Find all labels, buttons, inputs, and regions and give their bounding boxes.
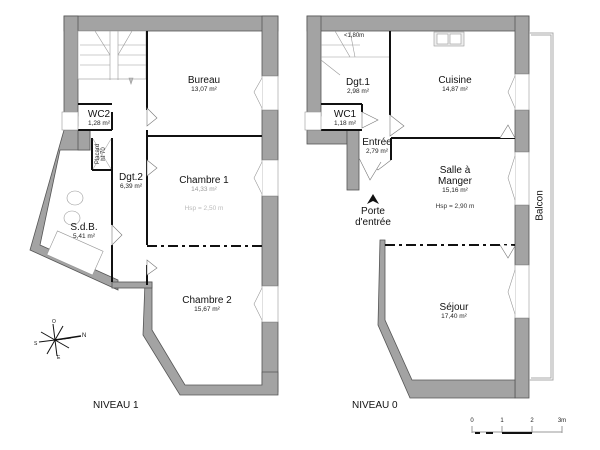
niveau-0-inner-walls: [321, 31, 515, 160]
room-wc1: WC1 1,18 m²: [334, 109, 356, 127]
sdb-fixtures: [46, 190, 104, 276]
room-name: Dgt.1: [346, 77, 370, 88]
room-salle-a-manger: Salle à Manger 15,16 m² Hsp = 2,90 m: [436, 165, 475, 210]
room-area: 15,16 m²: [442, 187, 468, 194]
room-name-line1: Salle à: [439, 165, 471, 176]
room-area: 13,07 m²: [191, 86, 217, 93]
scale-bar: [471, 426, 563, 434]
room-area: 14,87 m²: [442, 86, 468, 93]
entrance-door-label: Porte d'entrée: [355, 206, 391, 228]
room-height: Hsp = 2,90 m: [435, 203, 475, 211]
room-area: 1,18 m²: [333, 120, 357, 127]
room-dgt1: Dgt.1 2,98 m²: [346, 77, 370, 95]
niveau-0-windows: [304, 73, 530, 319]
niveau-1-inner-walls: [78, 31, 262, 285]
room-area: ht 70: [101, 147, 107, 161]
room-area: 2,98 m²: [346, 88, 370, 95]
level-title-niveau-0: NIVEAU 0: [352, 400, 398, 411]
scale-tick-1: 1: [500, 418, 504, 424]
compass-north: N: [82, 333, 87, 339]
entrance-line1: Porte: [361, 206, 385, 217]
room-name: Chambre 2: [182, 295, 232, 306]
room-name: Séjour: [439, 302, 469, 313]
compass-east: E: [57, 355, 61, 361]
scale-tick-0: 0: [470, 418, 474, 424]
stair-height-note: <1,80m: [344, 33, 365, 39]
room-name: Chambre 1: [179, 175, 229, 186]
room-cuisine: Cuisine 14,87 m²: [438, 75, 471, 93]
niveau-1-stairs: [77, 30, 147, 85]
room-sdb: S.d.B. 5,41 m²: [70, 222, 97, 240]
entrance-line2: d'entrée: [355, 217, 391, 228]
balcony-outline: [529, 32, 554, 381]
room-chambre-2: Chambre 2 15,67 m²: [182, 295, 231, 313]
placard-cross: [92, 138, 112, 170]
entrance-arrow: [367, 194, 379, 204]
compass-rose: [38, 323, 82, 357]
room-name: Dgt.2: [119, 172, 143, 183]
kitchen-sink: [433, 31, 465, 47]
room-area: 5,41 m²: [72, 233, 96, 240]
room-wc2: WC2 1,28 m²: [88, 109, 110, 127]
level-title-niveau-1: NIVEAU 1: [93, 400, 139, 411]
room-area: 6,39 m²: [119, 183, 143, 190]
room-sejour: Séjour 17,40 m²: [440, 302, 469, 320]
niveau-0-stairs: [320, 30, 390, 76]
room-name: Entrée: [362, 137, 392, 148]
room-entree: Entrée 2,79 m²: [362, 137, 391, 155]
room-placard: Placard ht 70: [95, 139, 107, 169]
room-name: S.d.B.: [70, 222, 98, 233]
niveau-1-windows: [61, 75, 279, 323]
room-name-line2: Manger: [438, 176, 472, 187]
room-name: WC2: [87, 109, 111, 120]
compass-west: O: [52, 319, 56, 325]
compass-south: S: [34, 341, 38, 347]
room-bureau: Bureau 13,07 m²: [188, 75, 220, 93]
room-area: 14,33 m²: [191, 186, 217, 193]
niveau-0-doors: [358, 111, 516, 259]
room-area: 1,28 m²: [87, 120, 111, 127]
balcony-label: Balcon: [534, 190, 546, 221]
room-name: Bureau: [187, 75, 221, 86]
room-area: 17,40 m²: [441, 313, 467, 320]
room-dgt2: Dgt.2 6,39 m²: [119, 172, 143, 190]
room-name: WC1: [333, 109, 357, 120]
niveau-1-walls: [29, 15, 279, 396]
room-height: Hsp = 2,50 m: [184, 205, 224, 213]
room-area: 15,67 m²: [194, 306, 220, 313]
room-area: 2,79 m²: [365, 148, 389, 155]
room-chambre-1: Chambre 1 14,33 m² Hsp = 2,50 m: [179, 175, 228, 212]
niveau-0-walls: [306, 15, 530, 399]
scale-tick-3: 3m: [557, 418, 567, 424]
room-name: Cuisine: [438, 75, 472, 86]
scale-tick-2: 2: [530, 418, 534, 424]
